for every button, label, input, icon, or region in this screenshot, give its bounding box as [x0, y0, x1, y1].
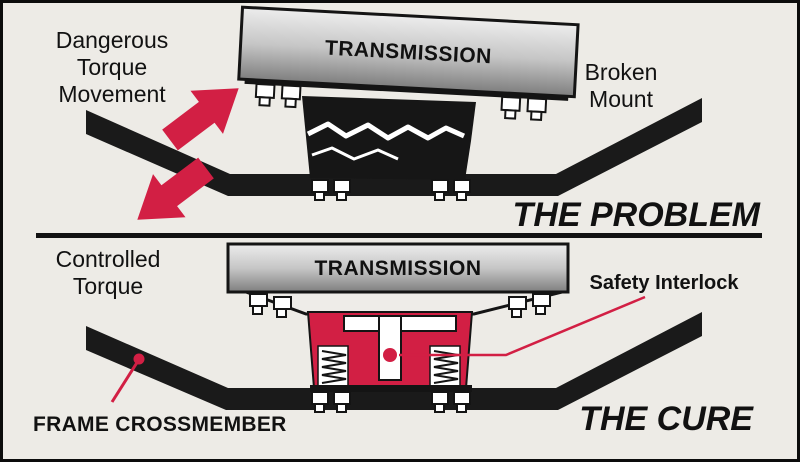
- crossmember-pointer-dot: [133, 353, 145, 365]
- mount-base-plate: [310, 385, 472, 392]
- frame-crossmember-label: FRAME CROSSMEMBER: [33, 413, 287, 436]
- bolt: [258, 96, 271, 107]
- dangerous-torque-label-line2: Torque: [77, 54, 147, 80]
- bolt: [336, 403, 347, 413]
- bolt: [311, 179, 329, 193]
- interlock-leader-line: [399, 295, 646, 357]
- mounting-flange-problem: [244, 78, 569, 101]
- bolt: [276, 308, 287, 318]
- spring-left: [321, 350, 347, 384]
- bolt: [504, 109, 517, 120]
- bolt: [311, 391, 329, 405]
- bolt: [530, 110, 543, 121]
- divider-line: [36, 233, 762, 238]
- bolt: [535, 305, 546, 315]
- controlled-torque-label-line2: Torque: [73, 273, 143, 299]
- bolt: [336, 191, 347, 201]
- bolt: [434, 403, 445, 413]
- safety-interlock-label: Safety Interlock: [590, 272, 740, 294]
- bolt: [333, 179, 351, 193]
- crack-line-small: [311, 146, 399, 161]
- bolt: [434, 191, 445, 201]
- crossmember-pointer-line: [110, 360, 140, 403]
- broken-mount-label-line2: Mount: [589, 86, 654, 112]
- bolt: [526, 97, 548, 114]
- bolt: [453, 391, 471, 405]
- problem-title: THE PROBLEM: [513, 196, 761, 234]
- crossmember-bolts-problem: [311, 179, 471, 201]
- bolt: [333, 391, 351, 405]
- torque-arrow-lower: [137, 157, 214, 220]
- bolt: [254, 82, 276, 99]
- bolt: [532, 293, 551, 307]
- bolt: [273, 296, 292, 310]
- bolt: [431, 179, 449, 193]
- problem-section: TRANSMISSION Dangerous Torque Movement B…: [56, 5, 761, 234]
- dangerous-torque-label-line3: Movement: [58, 81, 166, 107]
- bolt: [508, 296, 527, 310]
- bolt: [284, 97, 297, 109]
- transmission-label-cure: TRANSMISSION: [314, 257, 481, 280]
- bolt: [314, 191, 325, 201]
- bolt: [453, 179, 471, 193]
- bolt: [431, 391, 449, 405]
- bolt: [456, 191, 467, 201]
- transmission-housing-cure: [226, 242, 570, 294]
- bolt: [456, 403, 467, 413]
- torque-arrow-upper: [162, 88, 239, 151]
- spring-right: [433, 350, 459, 384]
- crack-line: [306, 121, 466, 141]
- interlock-pin: [383, 348, 397, 362]
- bolt: [500, 95, 522, 112]
- cure-section: TRANSMISSION Controlled Torque Safety In: [33, 242, 754, 438]
- bolt: [249, 293, 268, 307]
- bolt: [314, 403, 325, 413]
- dangerous-torque-label-line1: Dangerous: [56, 27, 169, 53]
- broken-mount-label-line1: Broken: [585, 59, 658, 85]
- bolt: [280, 84, 302, 101]
- transmission-assembly-problem: TRANSMISSION: [237, 5, 580, 121]
- bolt: [252, 305, 263, 315]
- controlled-torque-label-line1: Controlled: [56, 246, 161, 272]
- bolt: [511, 308, 522, 318]
- cure-title: THE CURE: [579, 400, 754, 438]
